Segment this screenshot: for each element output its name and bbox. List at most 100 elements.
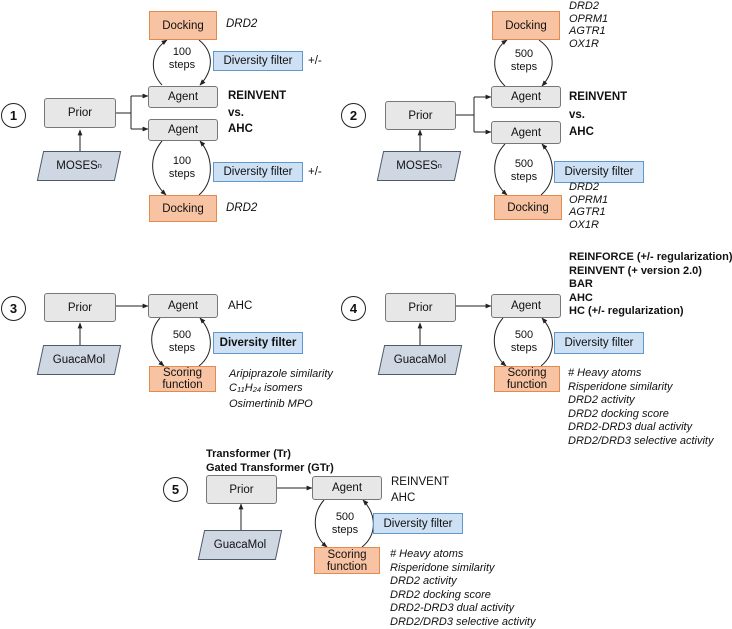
p2-prior-box: Prior: [385, 101, 456, 130]
p5-diversity-box: Diversity filter: [373, 513, 463, 534]
p4-objectives: # Heavy atoms Risperidone similarity DRD…: [568, 367, 713, 448]
p3-objectives: Aripiprazole similarity C11H24 isomers O…: [229, 367, 333, 411]
p5-dataset-label: GuacaMol: [213, 539, 267, 551]
p5-loop-left: [314, 499, 328, 548]
p5-agent-box: Agent: [312, 476, 382, 500]
p5-objective-4: DRD2 docking score: [390, 588, 491, 601]
p2-target-top-3: AGTR1: [569, 25, 606, 37]
p4-objective-3: DRD2 activity: [568, 394, 635, 406]
p5-dataset-box: GuacaMol: [197, 530, 283, 560]
p3-dataset-label: GuacaMol: [52, 354, 106, 366]
p4-method-1: REINFORCE (+/- regularization): [569, 251, 732, 263]
p1-agent-bottom-box: Agent: [148, 119, 218, 141]
p3-loop-right: [198, 317, 211, 367]
p1-loop-bottom-right: [198, 140, 211, 196]
p2-loop-top-right: [538, 39, 553, 87]
p4-dataset-label: GuacaMol: [393, 354, 447, 366]
p2-docking-bottom-box: Docking: [494, 195, 562, 220]
p1-method-bottom: AHC: [228, 123, 253, 135]
p1-docking-bottom-box: Docking: [149, 195, 217, 222]
p1-agent-top-box: Agent: [148, 86, 218, 108]
p4-method-4: AHC: [569, 291, 593, 304]
p4-objective-2: Risperidone similarity: [568, 380, 673, 393]
p1-method-top: REINVENT: [228, 90, 287, 102]
p4-method-5: HC (+/- regularization): [569, 305, 684, 317]
p2-target-top-4: OX1R: [569, 37, 599, 50]
p2-agent-bottom-box: Agent: [491, 121, 561, 144]
p5-objective-6: DRD2/DRD3 selective activity: [390, 615, 536, 628]
p1-prior-branch: [116, 96, 132, 129]
p1-diversity-top-toggle: +/-: [308, 55, 322, 67]
p1-steps-bottom: 100 steps: [168, 155, 196, 180]
p5-model-2: Gated Transformer (GTr): [206, 461, 334, 474]
p4-agent-box: Agent: [491, 294, 561, 318]
p3-diversity-box: Diversity filter: [213, 332, 303, 354]
p1-loop-top-right: [198, 39, 211, 86]
p4-objective-4: DRD2 docking score: [568, 407, 669, 420]
p3-scoring-box: Scoring function: [149, 366, 216, 392]
p5-objective-5: DRD2-DRD3 dual activity: [390, 602, 515, 614]
p4-method-2: REINVENT (+ version 2.0): [569, 264, 702, 277]
p2-steps-bottom: 500 steps: [510, 158, 538, 183]
p2-method-top: REINVENT: [569, 91, 628, 103]
p5-objective-2: Risperidone similarity: [390, 561, 495, 574]
p5-method-1: REINVENT: [391, 476, 450, 488]
p5-scoring-box: Scoring function: [314, 547, 380, 574]
p2-target-bottom-3: AGTR1: [569, 206, 606, 218]
p4-steps: 500 steps: [510, 329, 538, 354]
p5-loop-right: [361, 499, 374, 548]
p2-targets-bottom: DRD2 OPRM1 AGTR1 OX1R: [569, 181, 608, 231]
p3-objective-3: Osimertinib MPO: [229, 398, 313, 410]
p4-method-3: BAR: [569, 278, 593, 290]
p3-prior-box: Prior: [44, 293, 116, 322]
panel-3-number: 3: [1, 296, 26, 321]
p2-steps-top: 500 steps: [510, 48, 538, 73]
p4-loop-left: [493, 317, 507, 367]
p5-models: Transformer (Tr) Gated Transformer (GTr): [206, 448, 334, 475]
p4-prior-box: Prior: [385, 293, 456, 322]
p2-loop-bottom-right: [540, 143, 553, 196]
p3-steps: 500 steps: [168, 329, 196, 354]
p1-prior-box: Prior: [44, 98, 116, 128]
p2-target-top-2: OPRM1: [569, 12, 609, 25]
p2-dataset-label: MOSES: [396, 160, 438, 172]
p1-diversity-bottom-box: Diversity filter: [213, 162, 303, 182]
p5-method-2: AHC: [391, 492, 416, 504]
p2-method-bottom: AHC: [569, 126, 594, 138]
p2-target-bottom-2: OPRM1: [569, 193, 609, 206]
p1-loop-top-left: [152, 39, 168, 86]
p5-objective-3: DRD2 activity: [390, 575, 457, 587]
p2-loop-bottom-left: [494, 143, 508, 196]
p5-objective-1: # Heavy atoms: [390, 548, 464, 560]
p1-diversity-top-box: Diversity filter: [213, 51, 303, 71]
p4-diversity-box: Diversity filter: [554, 332, 644, 354]
p1-loop-bottom-left: [152, 140, 167, 196]
panel-1-number: 1: [1, 103, 26, 128]
p2-loop-top-left: [494, 39, 508, 87]
p2-vs-label: vs.: [569, 109, 585, 121]
p4-objective-6: DRD2/DRD3 selective activity: [568, 434, 714, 447]
p3-objective-1: Aripiprazole similarity: [229, 368, 333, 380]
p4-loop-right: [540, 317, 553, 367]
p3-loop-left: [151, 317, 165, 367]
p1-target-top: DRD2: [226, 18, 258, 30]
panel-2-number: 2: [341, 103, 366, 128]
p4-dataset-box: GuacaMol: [377, 345, 463, 375]
p3-objective-2: C11H24 isomers: [229, 382, 303, 394]
panel-5-number: 5: [163, 477, 188, 502]
p2-target-bottom-1: DRD2: [569, 181, 599, 193]
panel-4-number: 4: [341, 296, 366, 321]
p3-method: AHC: [228, 300, 253, 312]
p2-target-bottom-4: OX1R: [569, 218, 599, 231]
p1-dataset-label: MOSES: [56, 160, 98, 172]
p1-target-bottom: DRD2: [226, 202, 258, 214]
p5-objectives: # Heavy atoms Risperidone similarity DRD…: [390, 548, 535, 629]
p4-objective-5: DRD2-DRD3 dual activity: [568, 421, 693, 433]
p1-docking-top-box: Docking: [149, 11, 217, 40]
p5-steps: 500 steps: [331, 511, 359, 536]
p2-docking-top-box: Docking: [492, 11, 560, 40]
p3-agent-box: Agent: [148, 294, 218, 318]
p4-objective-1: # Heavy atoms: [568, 367, 642, 379]
